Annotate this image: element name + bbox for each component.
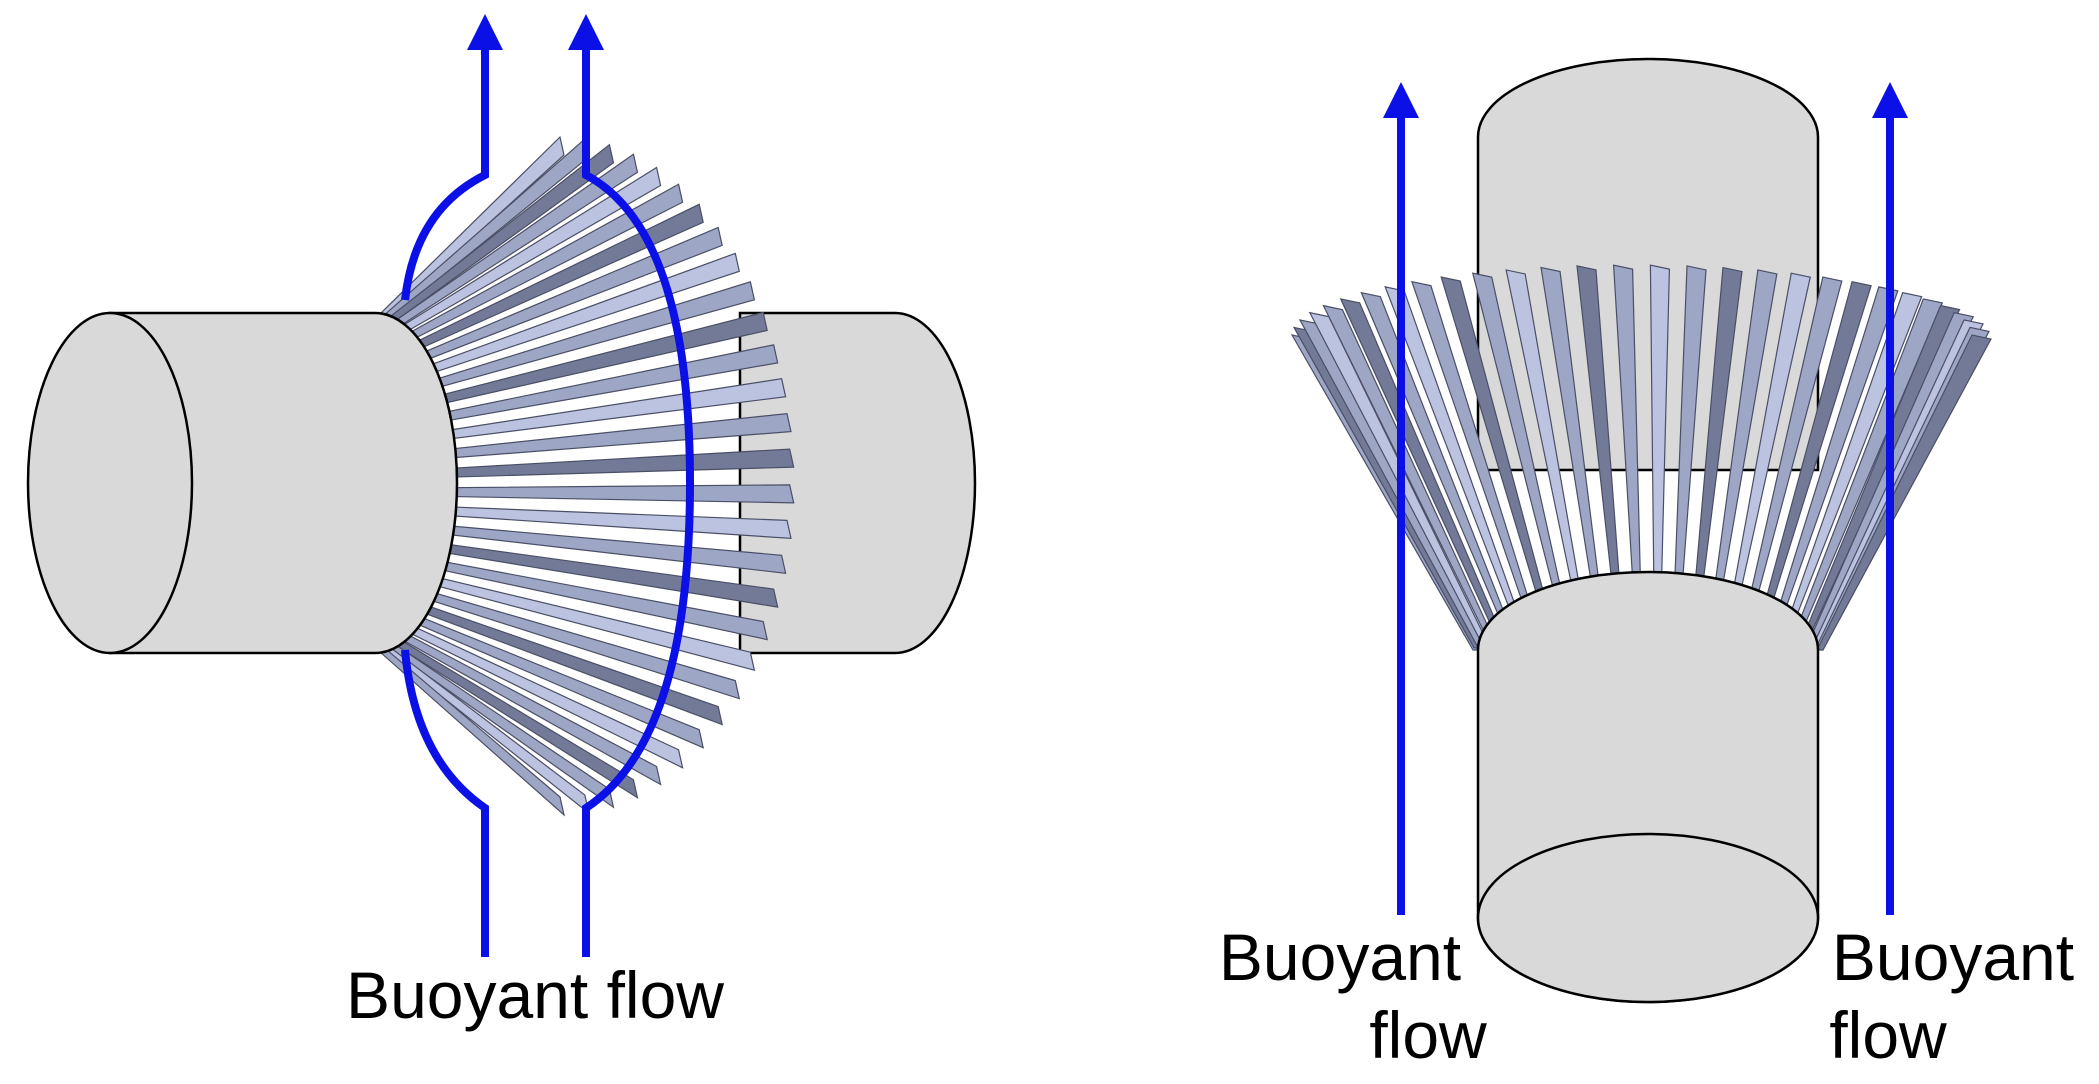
horizontal-flow-label: Buoyant flow xyxy=(346,958,724,1032)
horizontal-buoyant-flow-arrows xyxy=(401,14,695,957)
horizontal-back-cylinder xyxy=(738,311,977,655)
vertical-lower-cylinder xyxy=(1476,570,1820,1004)
fin xyxy=(1816,334,1992,651)
flow-arrow-left xyxy=(401,32,485,957)
flow-arrow-right xyxy=(568,14,695,957)
vertical-left-flow-label-line2: flow xyxy=(1369,998,1487,1072)
vertical-right-flow-label-line2: flow xyxy=(1829,998,1947,1072)
horizontal-radial-fins xyxy=(379,135,795,817)
vertical-right-flow-label-line1: Buoyant xyxy=(1832,920,2074,994)
vertical-buoyant-flow-arrows xyxy=(1383,82,1908,915)
fin xyxy=(419,484,795,504)
vertical-finned-cylinder xyxy=(1290,57,1992,1004)
horizontal-finned-cylinder xyxy=(26,135,977,817)
vertical-left-flow-label-line1: Buoyant xyxy=(1219,920,1461,994)
horizontal-front-cylinder xyxy=(26,311,459,655)
